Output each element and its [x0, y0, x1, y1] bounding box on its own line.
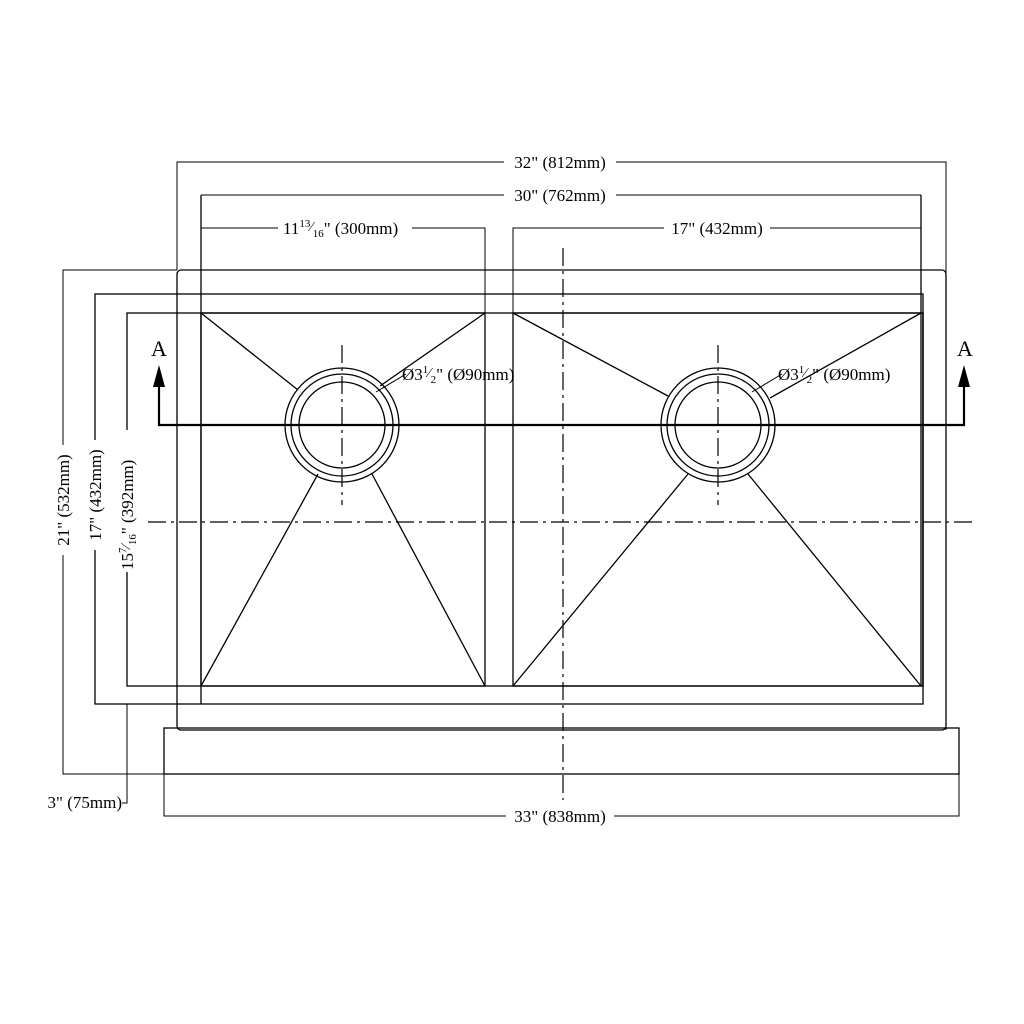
arrow-up-icon: [153, 365, 165, 387]
left-drain-label: Ø31⁄2" (Ø90mm): [402, 364, 514, 386]
section-mark-left: A: [151, 336, 167, 361]
left-bowl-slope-line: [379, 312, 486, 387]
left-bowl-slope-line: [371, 473, 486, 687]
bowl-depth-label: 157⁄16" (392mm): [117, 460, 139, 570]
sink-outlines: [94, 195, 947, 731]
right-bowl-slope-line: [747, 473, 922, 687]
right-drain-leader: [751, 373, 783, 393]
drain-callouts: Ø31⁄2" (Ø90mm) Ø31⁄2" (Ø90mm): [375, 364, 890, 393]
right-bowl-slope-line: [769, 312, 922, 399]
right-bowl-slope-line: [512, 473, 689, 687]
apron-width-label: 33" (838mm): [514, 807, 605, 826]
left-bowl-slope-line: [200, 312, 299, 391]
right-drain-label: Ø31⁄2" (Ø90mm): [778, 364, 890, 386]
inner-width-label: 30" (762mm): [514, 186, 605, 205]
center-lines: [148, 248, 975, 800]
apron-outline: [163, 727, 960, 775]
arrow-up-icon: [958, 365, 970, 387]
apron-height-leader: [122, 704, 128, 804]
right-bowl-slope-line: [512, 312, 669, 397]
inner-depth-label: 17" (432mm): [86, 449, 105, 540]
left-drain-leader: [375, 373, 407, 393]
apron-height-label: 3" (75mm): [48, 793, 122, 812]
overall-depth-label: 21" (532mm): [54, 454, 73, 545]
section-mark-right: A: [957, 336, 973, 361]
right-bowl-width-dimension-line: [512, 227, 921, 686]
overall-width-label: 32" (812mm): [514, 153, 605, 172]
left-bowl-width-dimension-line: [200, 227, 486, 686]
apron-front: [163, 727, 960, 775]
left-bowl-width-label: 1113⁄16" (300mm): [283, 218, 398, 240]
left-bowl-slope-line: [200, 473, 319, 687]
section-line-a-a: A A: [151, 336, 973, 427]
vertical-dimensions: 21" (532mm) 17" (432mm) 157⁄16" (392mm) …: [48, 269, 177, 812]
overall-width-dimension-line: [176, 161, 947, 730]
inner-rim: [94, 293, 924, 705]
right-bowl-width-label: 17" (432mm): [671, 219, 762, 238]
horizontal-dimensions: 32" (812mm) 30" (762mm) 1113⁄16" (300mm)…: [163, 151, 960, 827]
section-cut-line: [157, 385, 966, 427]
